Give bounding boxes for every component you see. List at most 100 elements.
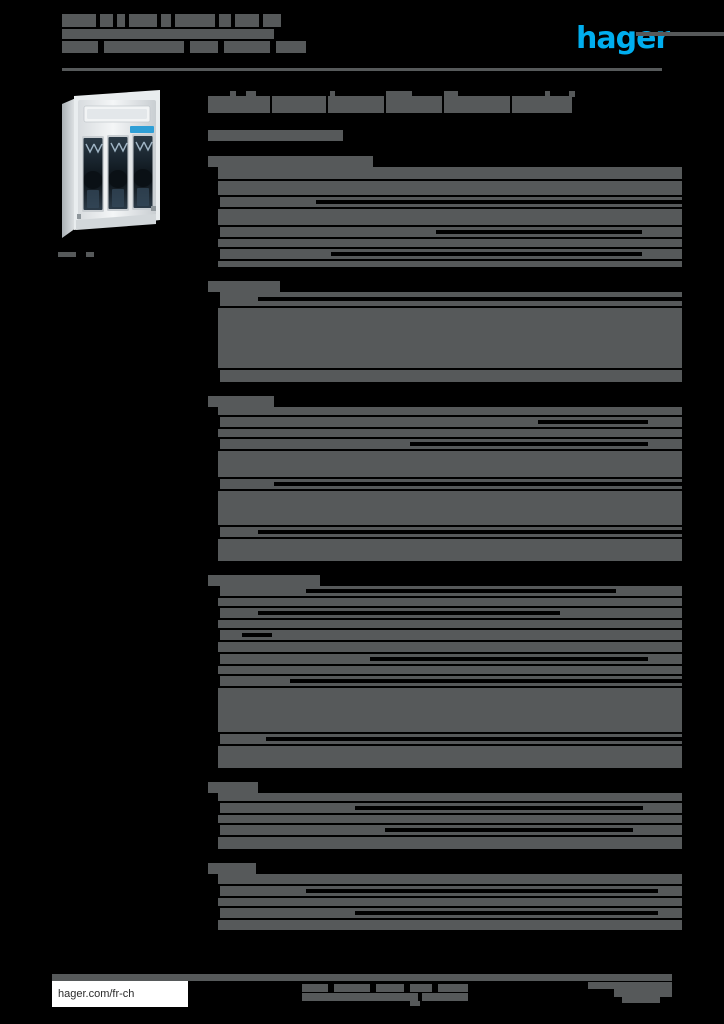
spec-row-separator bbox=[208, 489, 682, 491]
spec-row-gutter bbox=[208, 239, 218, 247]
spec-row bbox=[208, 417, 682, 427]
spec-row-separator bbox=[208, 427, 682, 429]
spec-row-gutter bbox=[208, 439, 220, 449]
spec-section-heading bbox=[208, 394, 682, 407]
spec-row bbox=[208, 734, 682, 744]
spec-row-separator bbox=[208, 179, 682, 181]
spec-row bbox=[208, 439, 682, 449]
spec-row-separator bbox=[208, 382, 682, 384]
spec-row bbox=[208, 249, 682, 259]
spec-row bbox=[208, 837, 682, 849]
spec-row bbox=[208, 527, 682, 537]
spec-row-separator bbox=[208, 652, 682, 654]
spec-row bbox=[208, 874, 682, 884]
spec-row-separator bbox=[208, 628, 682, 630]
spec-row bbox=[208, 642, 682, 652]
spec-row-separator bbox=[208, 225, 682, 227]
spec-row-separator bbox=[208, 896, 682, 898]
spec-row-gutter bbox=[208, 642, 218, 652]
spec-row-leader bbox=[274, 482, 682, 486]
spec-row-gutter bbox=[208, 167, 218, 179]
spec-row-gutter bbox=[208, 803, 220, 813]
spec-section-gap bbox=[208, 269, 682, 279]
spec-row-leader bbox=[370, 657, 648, 661]
spec-row-separator bbox=[208, 930, 682, 932]
product-image bbox=[56, 88, 178, 248]
spec-row bbox=[208, 407, 682, 415]
spec-row-gutter bbox=[208, 586, 220, 596]
document-title-redacted bbox=[208, 88, 682, 114]
spec-row-leader bbox=[290, 679, 682, 683]
spec-row bbox=[208, 586, 682, 596]
spec-row-separator bbox=[208, 437, 682, 439]
spec-row-gutter bbox=[208, 630, 220, 640]
spec-row bbox=[208, 479, 682, 489]
main-content bbox=[208, 88, 682, 932]
spec-row-gutter bbox=[208, 620, 218, 628]
document-title-text bbox=[208, 88, 209, 89]
logo-underline bbox=[636, 32, 724, 36]
spec-section-heading-redacted bbox=[208, 156, 373, 167]
footer-url-link[interactable]: hager.com/fr-ch bbox=[52, 981, 188, 1007]
spec-row-separator bbox=[208, 884, 682, 886]
spec-row-separator bbox=[208, 415, 682, 417]
spec-row bbox=[208, 654, 682, 664]
spec-row-gutter bbox=[208, 429, 218, 437]
spec-row bbox=[208, 167, 682, 179]
spec-row bbox=[208, 261, 682, 267]
page-header bbox=[62, 14, 662, 68]
spec-row-gutter bbox=[208, 908, 220, 918]
spec-row-separator bbox=[208, 664, 682, 666]
spec-section-heading-redacted bbox=[208, 396, 274, 407]
spec-tables bbox=[208, 154, 682, 932]
spec-row bbox=[208, 815, 682, 823]
spec-row-leader bbox=[331, 252, 642, 256]
page-footer: hager.com/fr-ch bbox=[52, 974, 672, 1008]
spec-row-gutter bbox=[208, 261, 218, 267]
spec-row bbox=[208, 676, 682, 686]
spec-row bbox=[208, 539, 682, 561]
spec-section-heading-redacted bbox=[208, 575, 320, 586]
footer-divider bbox=[52, 974, 672, 981]
header-divider bbox=[62, 68, 662, 71]
spec-row bbox=[208, 793, 682, 801]
spec-row-separator bbox=[208, 306, 682, 308]
spec-row bbox=[208, 227, 682, 237]
spec-row bbox=[208, 803, 682, 813]
spec-row-leader bbox=[242, 633, 272, 637]
spec-row bbox=[208, 886, 682, 896]
spec-section-heading-text bbox=[208, 780, 209, 781]
spec-row-separator bbox=[208, 674, 682, 676]
spec-row-separator bbox=[208, 918, 682, 920]
spec-row bbox=[208, 181, 682, 195]
spec-row-separator bbox=[208, 640, 682, 642]
spec-row bbox=[208, 370, 682, 382]
spec-row bbox=[208, 825, 682, 835]
spec-row-gutter bbox=[208, 920, 218, 930]
spec-row-separator bbox=[208, 247, 682, 249]
spec-section-heading bbox=[208, 279, 682, 292]
spec-row bbox=[208, 688, 682, 732]
spec-row bbox=[208, 491, 682, 525]
spec-row-separator bbox=[208, 732, 682, 734]
spec-row-leader bbox=[258, 530, 682, 534]
spec-row-separator bbox=[208, 606, 682, 608]
spec-row-gutter bbox=[208, 249, 220, 259]
spec-row-separator bbox=[208, 477, 682, 479]
spec-row bbox=[208, 666, 682, 674]
spec-section-heading-text bbox=[208, 279, 209, 280]
spec-row-gutter bbox=[208, 666, 218, 674]
spec-row-gutter bbox=[208, 197, 220, 207]
spec-row-separator bbox=[208, 195, 682, 197]
spec-section-gap bbox=[208, 384, 682, 394]
spec-row-gutter bbox=[208, 451, 218, 477]
spec-section-heading bbox=[208, 780, 682, 793]
spec-row-separator bbox=[208, 596, 682, 598]
spec-row-gutter bbox=[208, 874, 218, 884]
spec-row-gutter bbox=[208, 407, 218, 415]
spec-row bbox=[208, 608, 682, 618]
spec-section-heading bbox=[208, 573, 682, 586]
footer-right-redacted bbox=[588, 982, 672, 1004]
spec-row-separator bbox=[208, 813, 682, 815]
spec-row bbox=[208, 429, 682, 437]
